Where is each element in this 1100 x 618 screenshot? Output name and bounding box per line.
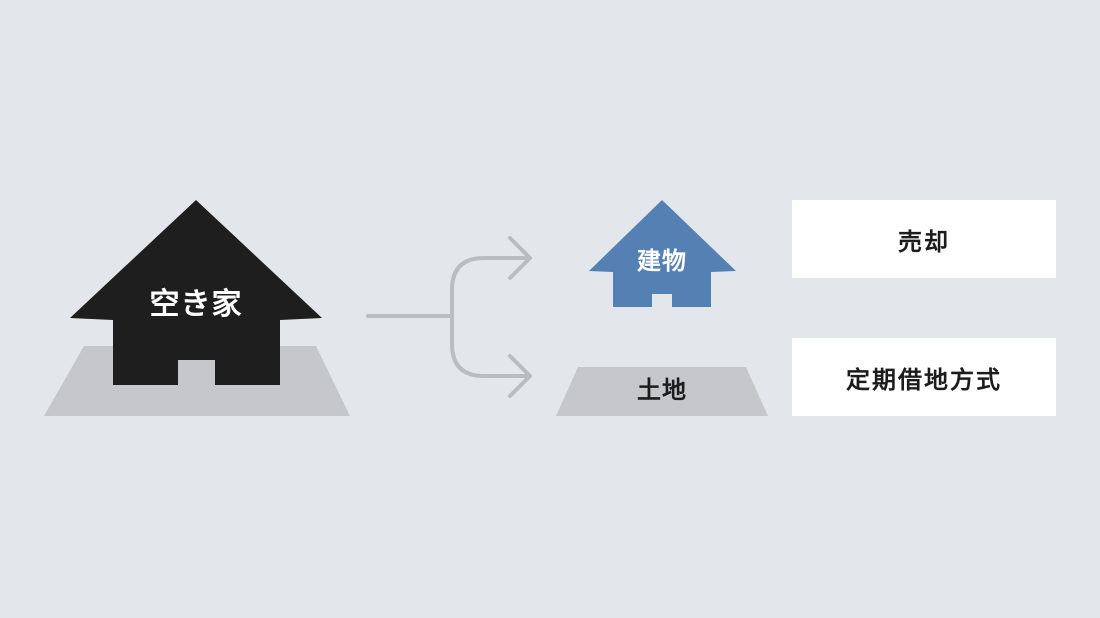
akiya-label: 空き家: [149, 287, 243, 322]
building-label: 建物: [637, 247, 687, 275]
akiya-house-icon: [70, 200, 322, 385]
land-label: 土地: [637, 376, 687, 404]
land-ground-shape: [556, 367, 768, 416]
sale-method-box: 売却: [792, 200, 1056, 278]
building-house-icon: [589, 200, 736, 307]
lease-method-label: 定期借地方式: [846, 365, 1002, 394]
lease-method-box: 定期借地方式: [792, 338, 1056, 416]
sale-method-label: 売却: [898, 227, 950, 256]
branch-arrow-icon: [366, 236, 532, 398]
